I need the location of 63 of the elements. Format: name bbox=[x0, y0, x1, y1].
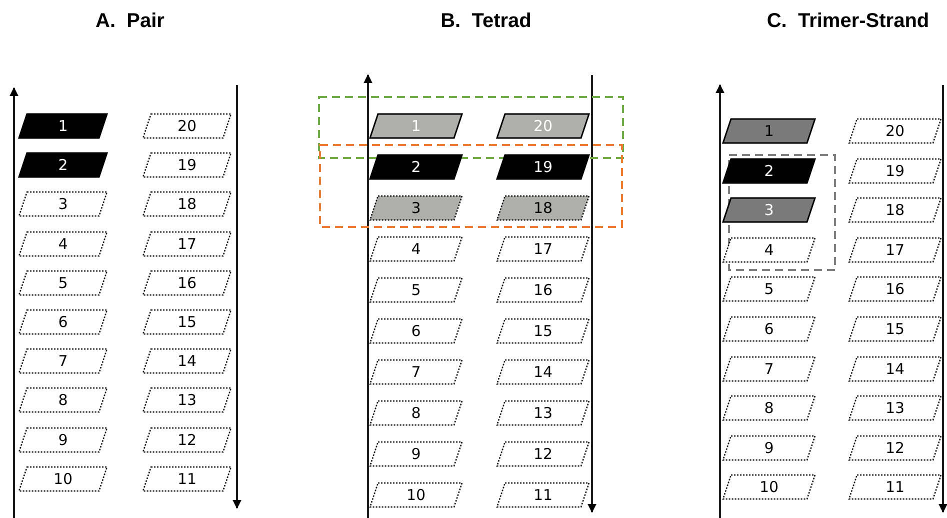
parallelogram-box: 11 bbox=[496, 482, 590, 508]
parallelogram-box: 6 bbox=[722, 316, 816, 342]
parallelogram-box: 1 bbox=[722, 118, 816, 144]
parallelogram-box: 9 bbox=[369, 441, 463, 467]
parallelogram-box: 8 bbox=[18, 387, 108, 414]
panel-title: C. Trimer-Strand bbox=[766, 10, 930, 33]
parallelogram-box: 9 bbox=[18, 426, 108, 453]
parallelogram-box: 1 bbox=[18, 113, 108, 139]
parallelogram-box: 13 bbox=[496, 400, 590, 426]
parallelogram-box: 18 bbox=[142, 191, 232, 218]
parallelogram-box: 3 bbox=[18, 191, 108, 218]
parallelogram-box: 19 bbox=[142, 152, 232, 178]
panel-title: A. Pair bbox=[96, 10, 164, 33]
parallelogram-box: 3 bbox=[722, 197, 816, 224]
parallelogram-box: 9 bbox=[722, 434, 816, 461]
parallelogram-box: 18 bbox=[848, 197, 942, 224]
parallelogram-box: 6 bbox=[369, 318, 463, 344]
parallelogram-box: 5 bbox=[18, 270, 108, 296]
parallelogram-box: 7 bbox=[722, 356, 816, 382]
parallelogram-box: 16 bbox=[496, 277, 590, 303]
parallelogram-box: 15 bbox=[142, 309, 232, 335]
parallelogram-box: 12 bbox=[142, 426, 232, 453]
parallelogram-box: 10 bbox=[722, 474, 816, 500]
parallelogram-box: 1 bbox=[369, 113, 463, 139]
parallelogram-box: 11 bbox=[848, 474, 942, 500]
parallelogram-box: 4 bbox=[722, 236, 816, 263]
parallelogram-box: 19 bbox=[848, 158, 942, 184]
parallelogram-box: 6 bbox=[18, 309, 108, 335]
parallelogram-box: 4 bbox=[18, 230, 108, 257]
parallelogram-box: 2 bbox=[722, 158, 816, 184]
parallelogram-box: 12 bbox=[496, 441, 590, 467]
parallelogram-box: 2 bbox=[18, 152, 108, 178]
parallelogram-box: 17 bbox=[848, 236, 942, 263]
parallelogram-box: 14 bbox=[848, 356, 942, 382]
parallelogram-box: 20 bbox=[848, 118, 942, 144]
parallelogram-box: 5 bbox=[369, 277, 463, 303]
parallelogram-box: 15 bbox=[496, 318, 590, 344]
parallelogram-box: 5 bbox=[722, 276, 816, 302]
parallelogram-box: 17 bbox=[496, 236, 590, 262]
parallelogram-box: 7 bbox=[369, 359, 463, 385]
parallelogram-box: 17 bbox=[142, 230, 232, 257]
parallelogram-box: 8 bbox=[369, 400, 463, 426]
parallelogram-box: 10 bbox=[369, 482, 463, 508]
parallelogram-box: 19 bbox=[496, 154, 590, 180]
parallelogram-box: 10 bbox=[18, 466, 108, 492]
parallelogram-box: 3 bbox=[369, 195, 463, 221]
parallelogram-box: 20 bbox=[142, 113, 232, 139]
parallelogram-box: 11 bbox=[142, 466, 232, 492]
panel-title: B. Tetrad bbox=[440, 10, 532, 33]
parallelogram-box: 15 bbox=[848, 316, 942, 342]
parallelogram-box: 14 bbox=[496, 359, 590, 385]
parallelogram-box: 16 bbox=[848, 276, 942, 302]
parallelogram-box: 4 bbox=[369, 236, 463, 262]
parallelogram-box: 13 bbox=[848, 395, 942, 422]
parallelogram-box: 13 bbox=[142, 387, 232, 414]
parallelogram-box: 14 bbox=[142, 348, 232, 374]
parallelogram-box: 18 bbox=[496, 195, 590, 221]
parallelogram-box: 16 bbox=[142, 270, 232, 296]
parallelogram-box: 12 bbox=[848, 434, 942, 461]
parallelogram-box: 7 bbox=[18, 348, 108, 374]
parallelogram-box: 8 bbox=[722, 395, 816, 422]
parallelogram-box: 2 bbox=[369, 154, 463, 180]
parallelogram-box: 20 bbox=[496, 113, 590, 139]
